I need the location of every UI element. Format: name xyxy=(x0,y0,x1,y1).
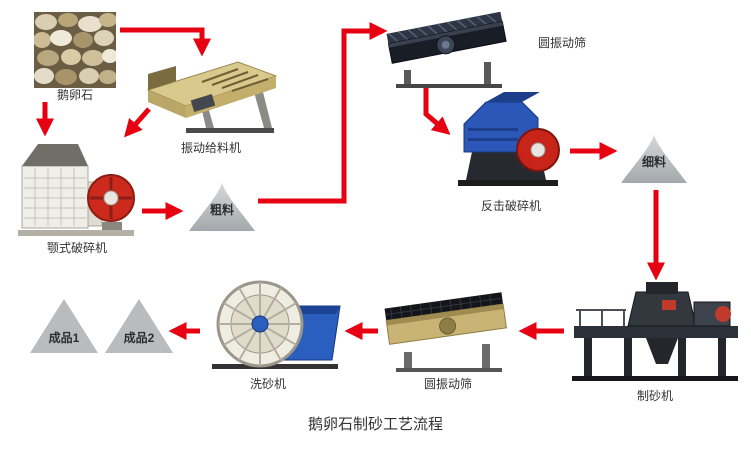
jaw-crusher-label: 颚式破碎机 xyxy=(46,241,107,255)
node-pebbles xyxy=(34,12,116,88)
product2-triangle xyxy=(105,299,173,353)
circular-screen-bottom-image xyxy=(384,292,507,372)
node-sand-maker xyxy=(566,280,744,386)
node-jaw-crusher xyxy=(16,136,138,238)
node-coarse-material xyxy=(186,180,258,234)
node-fine-material xyxy=(618,132,690,186)
product1-triangle xyxy=(30,299,98,353)
product2-label: 成品2 xyxy=(123,331,155,345)
impact-crusher-label: 反击破碎机 xyxy=(480,199,541,213)
arrow-pebbles-to-feeder xyxy=(120,27,211,57)
sand-maker-image xyxy=(572,282,738,381)
node-vibrating-feeder xyxy=(142,56,280,138)
sand-washer-image xyxy=(212,280,341,369)
arrow-screen-top-to-impact-crusher xyxy=(423,88,451,135)
circular-screen-top-image xyxy=(386,11,507,88)
sand-washer-label: 洗砂机 xyxy=(249,377,286,391)
node-product-2 xyxy=(102,296,176,356)
impact-crusher-image xyxy=(458,92,560,186)
vibrating-feeder-image xyxy=(146,61,278,133)
diagram-title: 鹅卵石制砂工艺流程 xyxy=(307,416,443,433)
node-product-1 xyxy=(27,296,101,356)
coarse-material-label: 粗料 xyxy=(209,203,234,217)
vibrating-feeder-label: 振动给料机 xyxy=(180,141,241,155)
jaw-crusher-image xyxy=(18,144,135,236)
fine-material-label: 细料 xyxy=(641,155,666,169)
circular-screen-bottom-label: 圆振动筛 xyxy=(423,377,472,391)
pebbles-label: 鹅卵石 xyxy=(56,88,93,102)
fine-material-cone xyxy=(621,135,687,183)
circular-screen-top-label: 圆振动筛 xyxy=(537,36,586,50)
node-circular-screen-top xyxy=(386,6,514,90)
node-impact-crusher xyxy=(452,90,564,196)
pebbles-image xyxy=(34,12,116,88)
node-circular-screen-bottom xyxy=(382,284,514,374)
coarse-material-cone xyxy=(189,183,255,231)
sand-maker-label: 制砂机 xyxy=(636,389,673,403)
product1-label: 成品1 xyxy=(48,331,80,345)
node-sand-washer xyxy=(204,272,344,374)
